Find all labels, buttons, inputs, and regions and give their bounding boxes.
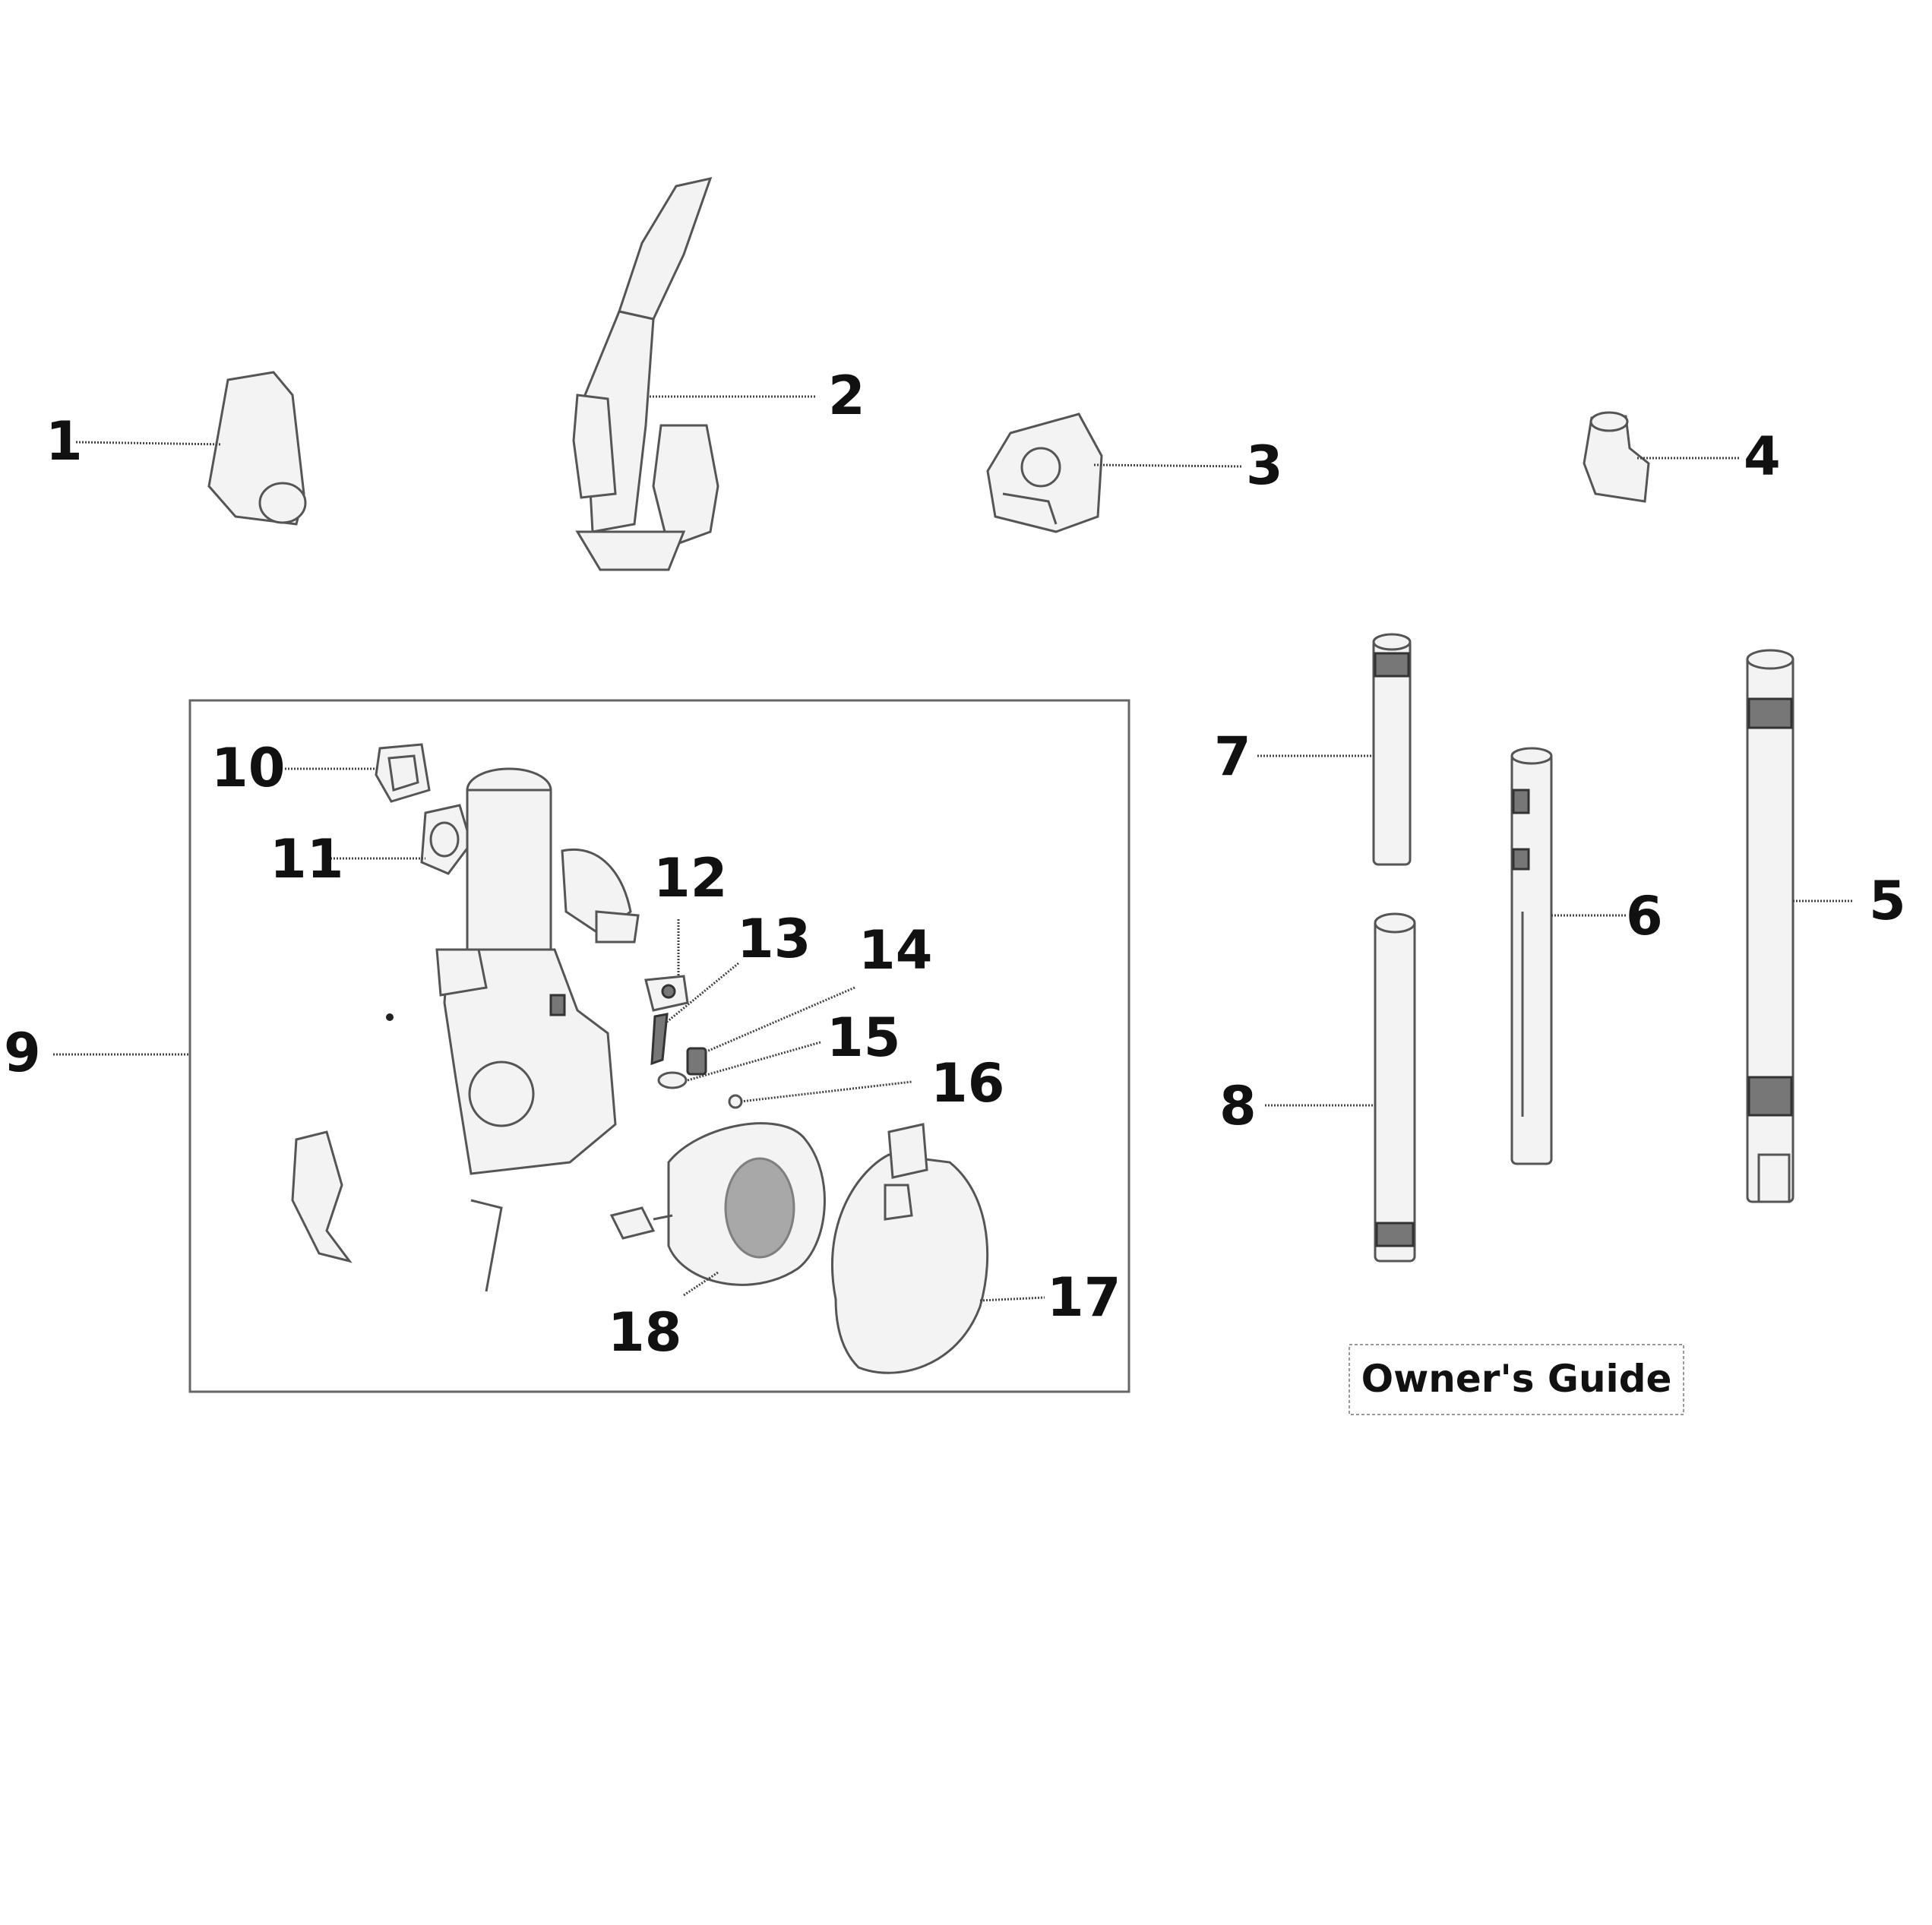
part-4-shape [1583,411,1650,503]
part-18-shape [609,1122,826,1286]
main-housing-shape [291,767,640,1292]
part-12-shape [644,975,689,1012]
callout-6: 6 [1626,885,1663,947]
callout-14: 14 [858,919,932,981]
part-8-shape [1374,912,1416,1263]
part-16-shape [728,1094,743,1109]
leader-3 [1093,463,1243,468]
leader-13 [666,962,739,1023]
owners-guide-label: Owner's Guide [1361,1357,1672,1401]
part-2-shape [572,176,719,571]
callout-17: 17 [1047,1266,1121,1329]
leader-15 [687,1041,821,1082]
part-1-shape [207,371,307,526]
callout-10: 10 [211,737,285,799]
callout-2: 2 [828,365,865,427]
callout-3: 3 [1246,435,1283,497]
callout-13: 13 [737,908,811,970]
callout-18: 18 [608,1301,681,1364]
callout-9: 9 [4,1022,41,1084]
kit-box-9 [188,699,1130,1393]
callout-8: 8 [1219,1075,1257,1137]
callout-16: 16 [931,1052,1004,1114]
callout-1: 1 [46,410,83,473]
leader-1 [75,441,223,446]
callout-5: 5 [1869,870,1906,932]
part-6-shape [1510,747,1553,1165]
part-10-shape [375,743,431,803]
part-11-shape [420,804,473,875]
part-7-shape [1372,633,1412,866]
part-15-shape [657,1071,688,1089]
part-3-shape [986,412,1103,533]
part-17-shape [831,1123,989,1374]
callout-15: 15 [827,1007,900,1069]
callout-11: 11 [270,828,343,890]
callout-7: 7 [1214,725,1251,788]
leader-17 [979,1296,1045,1302]
callout-4: 4 [1744,425,1781,488]
callout-12: 12 [653,847,727,909]
part-14-shape [686,1047,707,1076]
leader-18 [683,1271,719,1297]
part-5-shape [1746,649,1794,1203]
owners-guide-box [1349,1344,1684,1415]
leader-16 [740,1080,912,1103]
part-13-shape [650,1013,669,1066]
